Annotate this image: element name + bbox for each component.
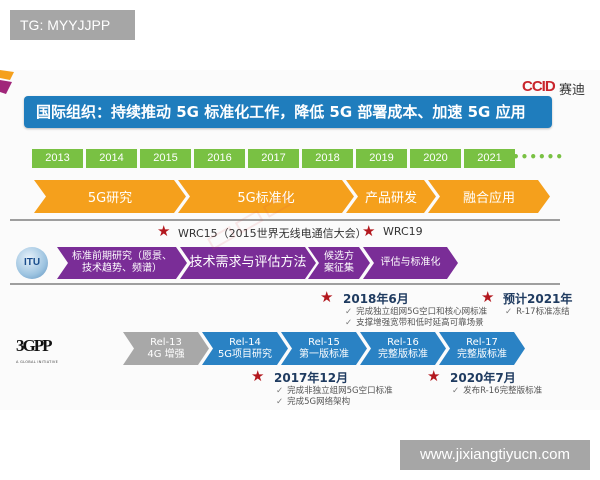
- milestone-item: ✓发布R-16完整版标准: [452, 386, 543, 396]
- release-desc: 4G 增强: [147, 348, 185, 360]
- release-rel17: Rel-17 完整版标准: [439, 332, 525, 365]
- star-icon: ★: [427, 367, 441, 385]
- release-name: Rel-17: [466, 336, 498, 348]
- star-icon: ★: [481, 288, 495, 306]
- ccid-logo: CCID: [522, 78, 556, 95]
- year-cell: 2019: [356, 149, 407, 168]
- stage-label: 技术需求与评估方法: [189, 255, 307, 270]
- release-rel13: Rel-13 4G 增强: [123, 332, 209, 365]
- top-watermark: TG: MYYJJPP: [10, 10, 135, 40]
- release-desc: 第一版标准: [299, 348, 349, 360]
- check-icon: ✓: [345, 318, 353, 328]
- release-rel16: Rel-16 完整版标准: [360, 332, 446, 365]
- 3gpp-logo-subtitle: A GLOBAL INITIATIVE: [16, 360, 59, 364]
- year-cell: 2015: [140, 149, 191, 168]
- year-cell: 2017: [248, 149, 299, 168]
- phase-5g-standardization: 5G标准化: [178, 180, 354, 213]
- check-icon: ✓: [276, 386, 284, 396]
- check-icon: ✓: [505, 307, 513, 317]
- star-icon: ★: [362, 222, 376, 240]
- release-name: Rel-15: [308, 336, 340, 348]
- stage-label-line2: 案征集: [324, 263, 354, 274]
- bottom-watermark: www.jixiangtiyucn.com: [400, 440, 590, 470]
- stage-label: 评估与标准化: [380, 257, 441, 268]
- milestone-date: 2017年12月: [274, 371, 349, 385]
- release-desc: 完整版标准: [378, 348, 428, 360]
- ccid-logo-cn: 赛迪: [559, 83, 586, 98]
- check-icon: ✓: [452, 386, 460, 396]
- milestone-date: 2018年6月: [343, 292, 409, 306]
- phase-label: 5G标准化: [237, 191, 295, 206]
- year-cell: 2021: [464, 149, 515, 168]
- divider: [10, 283, 560, 285]
- year-cell: 2014: [86, 149, 137, 168]
- milestone-item: ✓完成非独立组网5G空口标准: [276, 386, 393, 396]
- phase-label: 融合应用: [462, 191, 515, 206]
- milestone-item: ✓R-17标准冻结: [505, 307, 570, 317]
- year-cell: 2018: [302, 149, 353, 168]
- stage-label-line2: 技术趋势、频谱）: [82, 263, 162, 274]
- star-icon: ★: [320, 288, 334, 306]
- 3gpp-logo-icon: 3GPP: [16, 336, 52, 355]
- phase-integrated-application: 融合应用: [428, 180, 550, 213]
- release-name: Rel-14: [229, 336, 261, 348]
- stage-label-line1: 标准前期研究（愿景、: [72, 251, 172, 262]
- corner-logo-icon: [0, 70, 14, 94]
- timeline-continuation: ••••••: [512, 150, 565, 164]
- headline-banner: 国际组织：持续推动 5G 标准化工作，降低 5G 部署成本、加速 5G 应用: [24, 96, 552, 128]
- release-desc: 完整版标准: [457, 348, 507, 360]
- phase-product-development: 产品研发: [346, 180, 436, 213]
- milestone-item: ✓完成独立组网5G空口和核心网标准: [345, 307, 488, 317]
- milestone-item: ✓完成5G网络架构: [276, 397, 351, 407]
- itu-event-wrc15: WRC15（2015世界无线电通信大会）: [178, 227, 367, 240]
- phase-label: 5G研究: [87, 191, 133, 206]
- release-desc: 5G项目研究: [217, 348, 273, 360]
- release-name: Rel-16: [387, 336, 419, 348]
- star-icon: ★: [157, 222, 171, 240]
- phase-5g-research: 5G研究: [34, 180, 186, 213]
- year-timeline: 2013 2014 2015 2016 2017 2018 2019 2020 …: [32, 149, 515, 168]
- itu-stage-candidate-collection: 候选方 案征集: [308, 247, 370, 279]
- phase-label: 产品研发: [364, 191, 417, 206]
- milestone-date: 2020年7月: [450, 371, 516, 385]
- itu-logo-icon: ITU: [16, 247, 48, 279]
- divider: [10, 219, 560, 221]
- release-rel15: Rel-15 第一版标准: [281, 332, 367, 365]
- itu-stage-evaluation: 评估与标准化: [363, 247, 458, 279]
- year-cell: 2013: [32, 149, 83, 168]
- star-icon: ★: [251, 367, 265, 385]
- check-icon: ✓: [276, 397, 284, 407]
- itu-stage-pre-research: 标准前期研究（愿景、 技术趋势、频谱）: [57, 247, 187, 279]
- itu-stage-requirements: 技术需求与评估方法: [180, 247, 316, 279]
- release-rel14: Rel-14 5G项目研究: [202, 332, 288, 365]
- itu-event-wrc19: WRC19: [383, 225, 423, 238]
- release-name: Rel-13: [150, 336, 182, 348]
- year-cell: 2020: [410, 149, 461, 168]
- year-cell: 2016: [194, 149, 245, 168]
- check-icon: ✓: [345, 307, 353, 317]
- milestone-item: ✓支撑增强宽带和低时延高可靠场景: [345, 318, 484, 328]
- stage-label-line1: 候选方: [324, 251, 354, 262]
- milestone-date: 预计2021年: [503, 292, 573, 306]
